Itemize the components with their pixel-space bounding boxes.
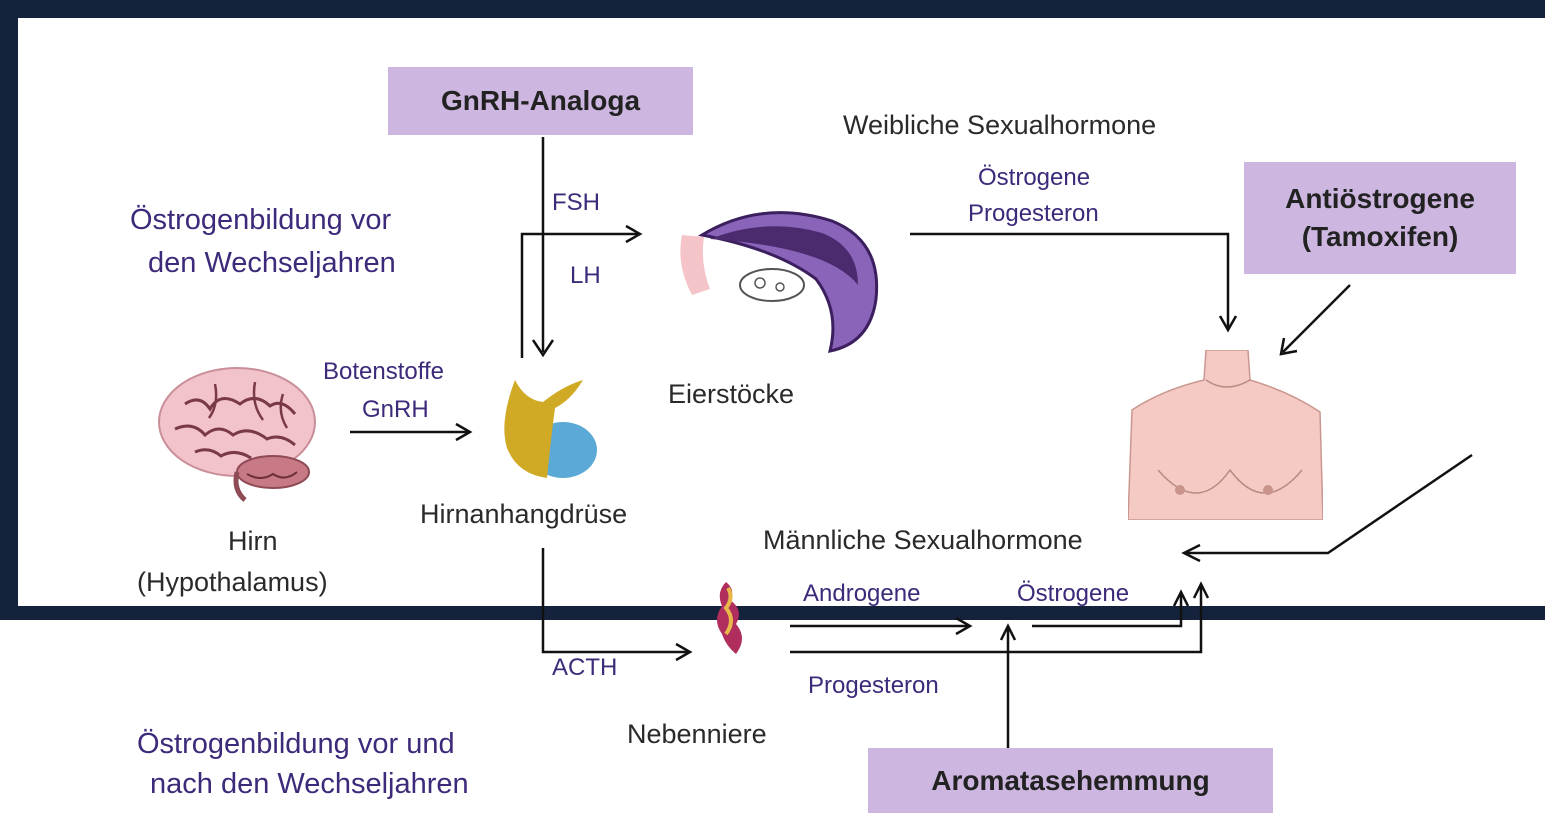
- adrenal-icon: [706, 578, 756, 660]
- gnrh-analoga-box: GnRH-Analoga: [388, 67, 693, 135]
- gnrh-label: GnRH: [362, 394, 429, 426]
- eierstoecke-label: Eierstöcke: [668, 378, 794, 410]
- aromatasehemmung-box: Aromatasehemmung: [868, 748, 1273, 813]
- aromatasehemmung-label: Aromatasehemmung: [931, 762, 1210, 800]
- antioestrogene-box: Antiöstrogene (Tamoxifen): [1244, 162, 1516, 274]
- fsh-lh-arrow: [522, 234, 638, 358]
- gnrh-analoga-label: GnRH-Analoga: [441, 82, 640, 120]
- hirnanhangdruese-label: Hirnanhangdrüse: [420, 498, 627, 530]
- oestrogene-top-label: Östrogene: [978, 162, 1090, 194]
- progesteron-top-label: Progesteron: [968, 198, 1099, 230]
- pituitary-icon: [495, 370, 605, 480]
- androgene-label: Androgene: [803, 578, 920, 610]
- fsh-label: FSH: [552, 187, 600, 219]
- torso-icon: [1128, 350, 1323, 520]
- nebenniere-label: Nebenniere: [627, 718, 767, 750]
- botenstoffe-label: Botenstoffe: [323, 356, 444, 388]
- brain-icon: [155, 364, 325, 504]
- oestrogen-progesteron-arrow: [910, 234, 1228, 328]
- maennliche-heading: Männliche Sexualhormone: [763, 524, 1083, 556]
- antioestrogen-arrow: [1283, 285, 1350, 352]
- section-vor-nach-line1: Östrogenbildung vor und: [137, 728, 455, 760]
- hirn-label: Hirn: [228, 525, 278, 557]
- oestrogene-bottom-label: Östrogene: [1017, 578, 1129, 610]
- ovary-icon: [672, 205, 892, 355]
- hypothalamus-label: (Hypothalamus): [137, 566, 328, 598]
- progesteron-bottom-label: Progesteron: [808, 670, 939, 702]
- tamoxifen-label: (Tamoxifen): [1302, 218, 1459, 256]
- antioestrogene-label: Antiöstrogene: [1285, 180, 1475, 218]
- lh-label: LH: [570, 260, 601, 292]
- acth-label: ACTH: [552, 652, 617, 684]
- section-vor-line1: Östrogenbildung vor: [130, 204, 391, 236]
- section-vor-line2: den Wechseljahren: [148, 247, 396, 279]
- weibliche-heading: Weibliche Sexualhormone: [843, 109, 1156, 141]
- acth-arrow: [543, 548, 688, 652]
- section-vor-nach-line2: nach den Wechseljahren: [150, 768, 469, 800]
